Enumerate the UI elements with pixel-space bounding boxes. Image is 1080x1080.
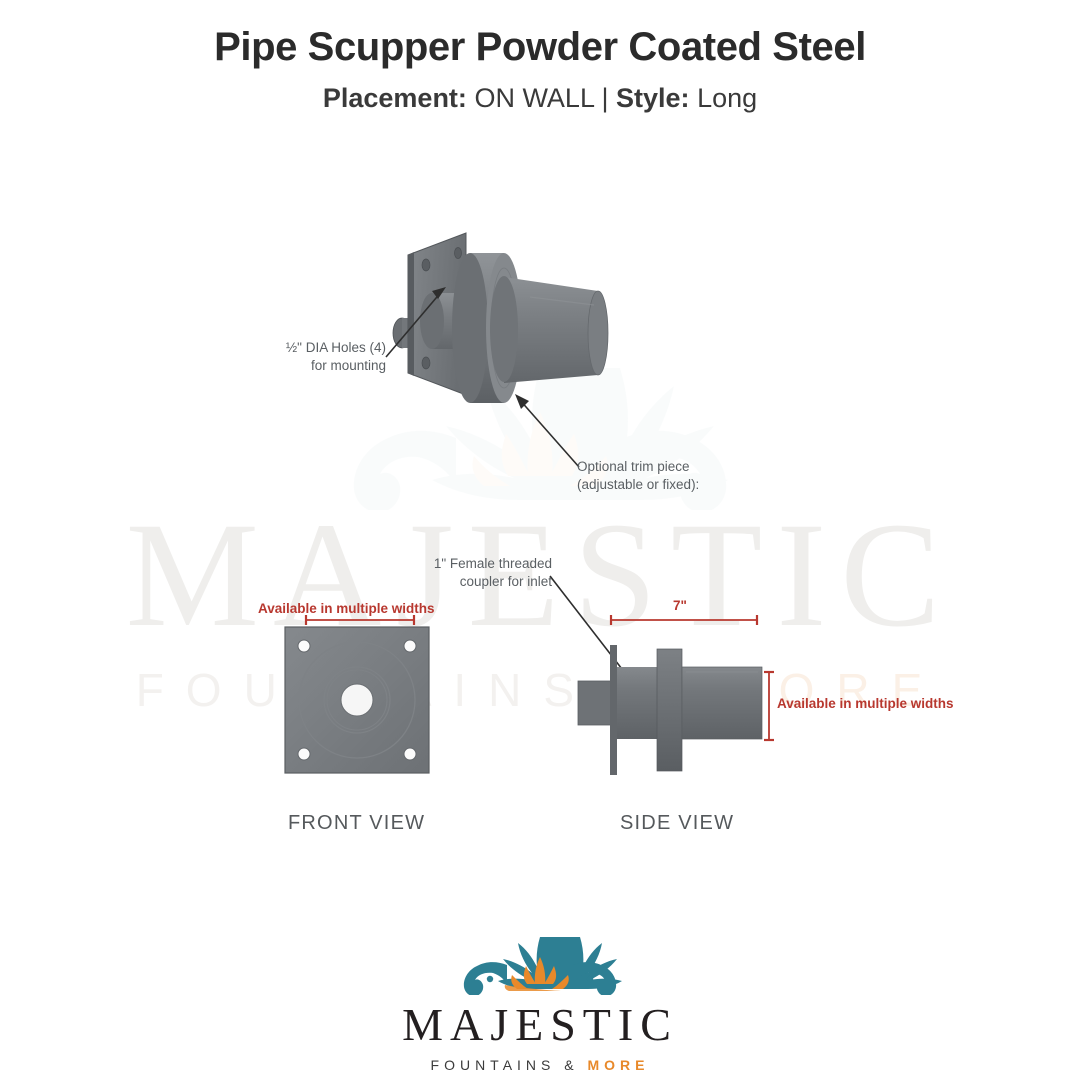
fountain-ornament-icon: [463, 937, 622, 997]
leader-line-trim-piece: [515, 394, 580, 468]
logo-tagline: FOUNTAINS & MORE: [0, 1057, 1080, 1073]
annotation-mounting-holes: ½" DIA Holes (4) for mounting: [285, 340, 386, 374]
dimension-label-side-length: 7": [673, 598, 687, 613]
logo-tagline-more: MORE: [587, 1057, 650, 1073]
logo-tagline-left: FOUNTAINS &: [430, 1057, 579, 1073]
header: Pipe Scupper Powder Coated Steel Placeme…: [0, 24, 1080, 114]
side-view-label: SIDE VIEW: [620, 812, 735, 834]
dimension-line-front-width: [304, 615, 416, 625]
dimension-label-front-width: Available in multiple widths: [258, 601, 435, 616]
dimension-label-side-height: Available in multiple widths: [777, 696, 954, 711]
placement-value: ON WALL: [474, 83, 594, 113]
style-value: Long: [697, 83, 758, 113]
subtitle-separator: |: [601, 83, 609, 113]
leader-line-mounting-holes: [385, 287, 446, 358]
front-view-label: FRONT VIEW: [288, 812, 426, 834]
style-label: Style:: [616, 83, 690, 113]
placement-label: Placement:: [322, 83, 467, 113]
brand-logo: MAJESTIC FOUNTAINS & MORE: [0, 935, 1080, 1073]
side-view-drawing: [577, 645, 763, 775]
page-title: Pipe Scupper Powder Coated Steel: [214, 25, 866, 69]
annotation-coupler: 1" Female threaded coupler for inlet: [433, 556, 552, 590]
annotation-trim-piece: Optional trim piece (adjustable or fixed…: [577, 459, 700, 493]
front-view-drawing: [284, 626, 430, 774]
logo-wordmark: MAJESTIC: [402, 999, 678, 1050]
dimension-line-side-height: [764, 670, 774, 742]
dimension-line-side-length: [609, 615, 759, 625]
page-subtitle: Placement: ON WALL | Style: Long: [0, 82, 1080, 114]
isometric-scupper-drawing: [392, 232, 609, 403]
